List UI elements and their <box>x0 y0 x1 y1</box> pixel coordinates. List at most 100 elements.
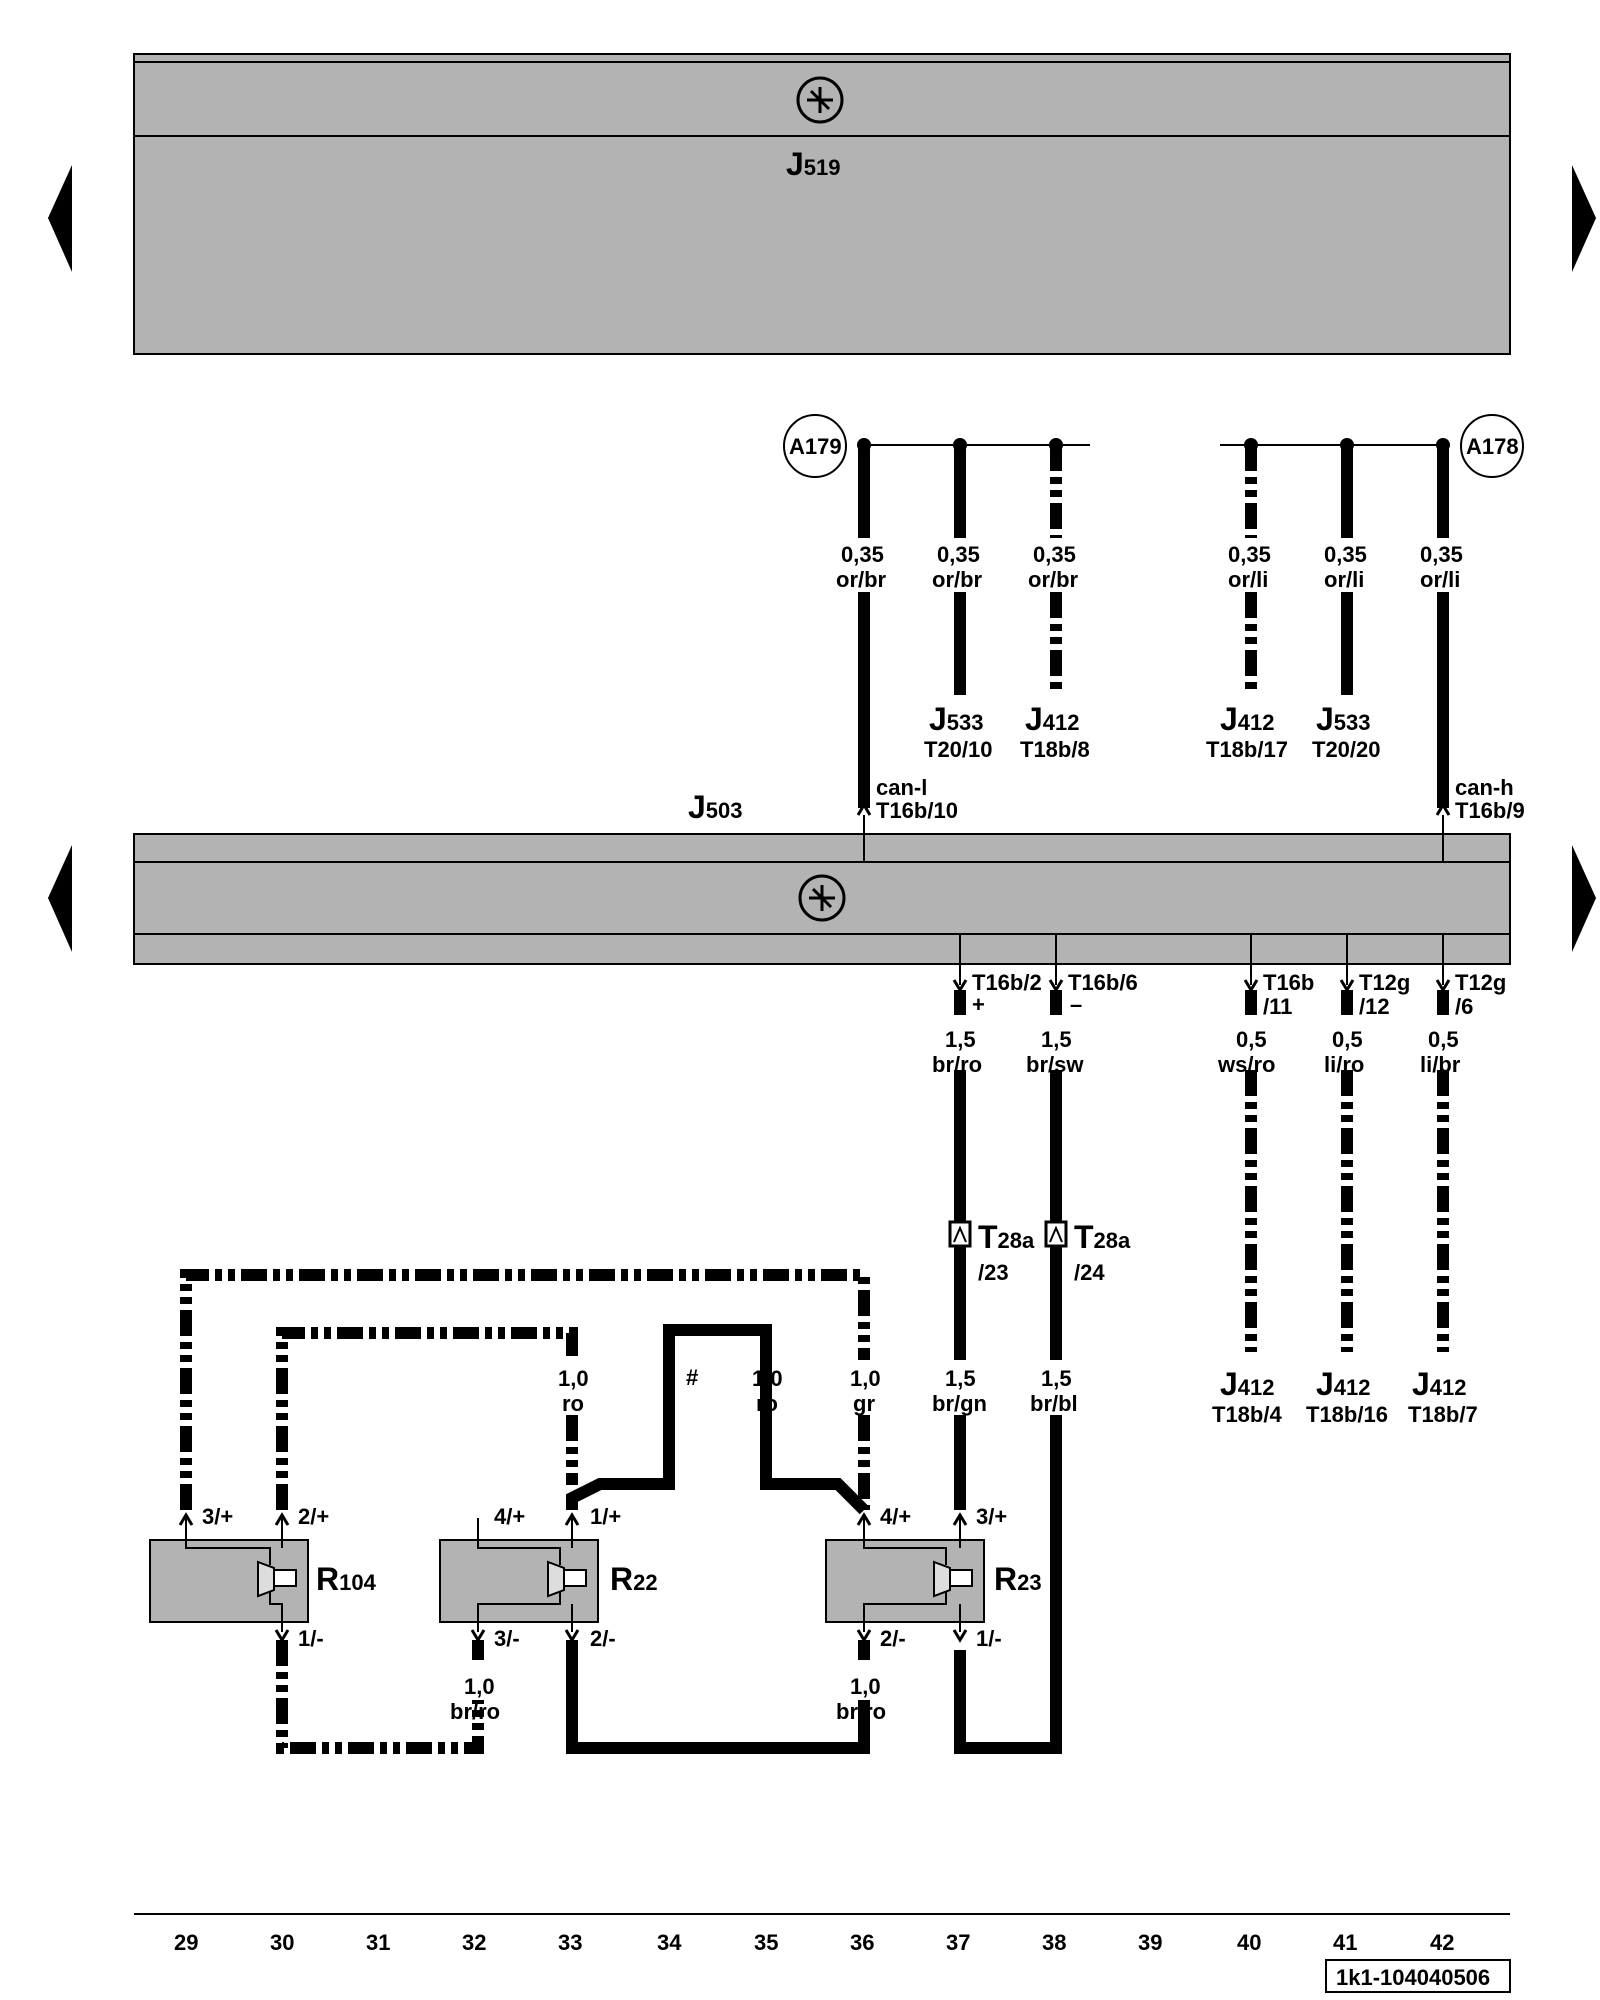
ruler-number: 30 <box>270 1930 294 1955</box>
hash-mark: # <box>686 1365 698 1390</box>
j503-pin-sign: + <box>972 992 985 1017</box>
wire-color: ws/ro <box>1217 1052 1275 1077</box>
module-j503: J503 <box>133 789 1511 985</box>
wire-color: br/sw <box>1026 1052 1084 1077</box>
page-prev-icon[interactable] <box>48 165 72 272</box>
j412-target-pin: T18b/16 <box>1306 1402 1388 1427</box>
connector-a179-label: A179 <box>789 434 842 459</box>
bus-target-label: J533 <box>929 701 984 737</box>
wire-color: gr <box>853 1391 875 1416</box>
speaker-r104: 3/+ 2/+ 1/- R104 <box>149 1504 377 1651</box>
wire-color: br/ro <box>932 1052 982 1077</box>
speaker-icon <box>933 1560 973 1598</box>
bus-target-pin: T18b/17 <box>1206 737 1288 762</box>
page-prev-icon[interactable] <box>48 845 72 952</box>
pin-can-l-name: can-l <box>876 775 927 800</box>
ruler-number: 38 <box>1042 1930 1066 1955</box>
j412-target-label: J412 <box>1412 1366 1467 1402</box>
pin-can-h-name: can-h <box>1455 775 1514 800</box>
module-j519-label: J519 <box>786 146 841 182</box>
module-j503-label: J503 <box>688 789 743 825</box>
bus-wire-size: 0,35 <box>841 542 884 567</box>
j503-outputs: T16b/2 + T16b/6 – T16b /11 T12g /12 T12g… <box>932 970 1506 1754</box>
t28a-pin: /24 <box>1074 1260 1105 1285</box>
bus-target-pin: T18b/8 <box>1020 737 1090 762</box>
bus-wire-size: 0,35 <box>1228 542 1271 567</box>
ruler-number: 33 <box>558 1930 582 1955</box>
column-ruler: 29 30 31 32 33 34 35 36 37 38 39 40 41 4… <box>134 1913 1510 1955</box>
wire-size: 1,0 <box>752 1366 783 1391</box>
wire-color: li/ro <box>1324 1052 1364 1077</box>
page-next-icon[interactable] <box>1572 165 1596 272</box>
bus-wire-color: or/br <box>836 567 887 592</box>
document-id: 1k1-104040506 <box>1336 1965 1490 1990</box>
speaker-label: R22 <box>610 1561 658 1597</box>
speaker-pin: 3/- <box>494 1626 520 1651</box>
bus-wire-color: or/li <box>1228 567 1268 592</box>
bus-wire-color: or/br <box>932 567 983 592</box>
t28a-label: T28a <box>978 1219 1035 1255</box>
j412-target-label: J412 <box>1316 1366 1371 1402</box>
ruler-number: 41 <box>1333 1930 1357 1955</box>
speaker-pin: 2/- <box>590 1626 616 1651</box>
j503-pin: T12g <box>1359 970 1410 995</box>
bus-target-pin: T20/20 <box>1312 737 1381 762</box>
j412-target-label: J412 <box>1220 1366 1275 1402</box>
ruler-number: 32 <box>462 1930 486 1955</box>
speaker-icon <box>547 1560 587 1598</box>
j412-target-pin: T18b/7 <box>1408 1402 1478 1427</box>
speaker-wiring: # 1,0 ro 1,0 ro 1,0 gr 1,5 br/gn 1,5 br/… <box>180 1269 1078 1754</box>
speaker-pin: 2/+ <box>298 1504 329 1529</box>
bus-wire-color: or/li <box>1324 567 1364 592</box>
ruler-number: 34 <box>657 1930 682 1955</box>
connector-a178 <box>1460 414 1524 478</box>
j503-pin: T16b <box>1263 970 1314 995</box>
connector-a179 <box>783 414 847 478</box>
wire-size: 0,5 <box>1428 1027 1459 1052</box>
bus-target-label: J533 <box>1316 701 1371 737</box>
bus-wire-color: or/br <box>1028 567 1079 592</box>
wire-color: br/bl <box>1030 1391 1078 1416</box>
bus-wire-size: 0,35 <box>1420 542 1463 567</box>
wire-color: br/ro <box>836 1699 886 1724</box>
wire-size: 0,5 <box>1332 1027 1363 1052</box>
j503-pin: T16b/2 <box>972 970 1042 995</box>
wire-color: ro <box>562 1391 584 1416</box>
page-next-icon[interactable] <box>1572 845 1596 952</box>
wire-size: 1,0 <box>558 1366 589 1391</box>
speaker-pin: 2/- <box>880 1626 906 1651</box>
bus-target-label: J412 <box>1220 701 1275 737</box>
bus-wire-size: 0,35 <box>937 542 980 567</box>
wire-size: 1,5 <box>945 1027 976 1052</box>
connector-a178-label: A178 <box>1466 434 1519 459</box>
ruler-number: 31 <box>366 1930 390 1955</box>
speaker-pin: 3/+ <box>202 1504 233 1529</box>
wire-size: 1,0 <box>850 1366 881 1391</box>
j503-pin: /6 <box>1455 994 1473 1019</box>
wire-color: br/gn <box>932 1391 987 1416</box>
speaker-pin: 1/+ <box>590 1504 621 1529</box>
speaker-pin: 4/+ <box>880 1504 911 1529</box>
module-j519: J519 <box>133 53 1511 355</box>
speaker-label: R23 <box>994 1561 1042 1597</box>
document-id-box: 1k1-104040506 <box>1325 1959 1511 1993</box>
speaker-pin: 4/+ <box>494 1504 525 1529</box>
ruler-number: 37 <box>946 1930 970 1955</box>
wire-color: ro <box>756 1391 778 1416</box>
wire-size: 1,5 <box>1041 1027 1072 1052</box>
pin-can-l: T16b/10 <box>876 798 958 823</box>
speaker-r22: 4/+ 1/+ 3/- 2/- R22 <box>439 1504 658 1651</box>
t28a-label: T28a <box>1074 1219 1131 1255</box>
speaker-label: R104 <box>316 1561 377 1597</box>
wire-size: 1,0 <box>850 1674 881 1699</box>
bus-wire-size: 0,35 <box>1324 542 1367 567</box>
can-bus-lines: A179 A178 0,35 or/br 0,35 or/br 0,35 or/… <box>783 414 1525 823</box>
can-bus-symbol-icon <box>798 874 846 922</box>
pin-can-h: T16b/9 <box>1455 798 1525 823</box>
ruler-number: 36 <box>850 1930 874 1955</box>
t28a-pin: /23 <box>978 1260 1009 1285</box>
speaker-pin: 1/- <box>976 1626 1002 1651</box>
bus-target-label: J412 <box>1025 701 1080 737</box>
wire-size: 1,5 <box>1041 1366 1072 1391</box>
